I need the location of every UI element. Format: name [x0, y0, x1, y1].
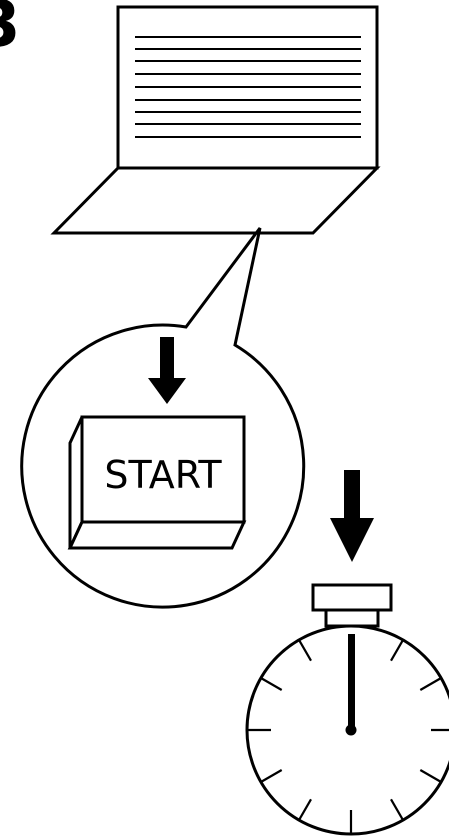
- screen-text-lines: [135, 36, 361, 138]
- start-key: START: [67, 415, 247, 550]
- stopwatch-ticks: [247, 639, 449, 834]
- laptop-icon: [50, 5, 381, 235]
- stopwatch-button: [311, 583, 393, 612]
- start-key-bottom: [67, 520, 247, 550]
- start-key-face: [80, 415, 246, 524]
- stopwatch-tick: [419, 677, 442, 691]
- down-arrow-icon: [330, 470, 374, 562]
- start-key-label: START: [104, 453, 222, 497]
- stopwatch-tick: [390, 798, 404, 821]
- stopwatch-stem: [324, 608, 380, 628]
- stopwatch-tick: [419, 769, 442, 783]
- stopwatch-tick: [390, 639, 404, 662]
- stopwatch-tick: [260, 677, 283, 691]
- start-key-callout: START: [20, 227, 306, 609]
- stopwatch-tick: [298, 639, 312, 662]
- stopwatch-tick: [260, 769, 283, 783]
- stopwatch-tick: [298, 798, 312, 821]
- laptop-keyboard-base: [50, 166, 381, 235]
- stopwatch-hub: [345, 724, 357, 736]
- stopwatch-hand: [348, 634, 355, 730]
- stopwatch-icon: [245, 583, 449, 836]
- down-arrow-icon: [148, 337, 186, 404]
- step-marker: 3: [0, 0, 21, 62]
